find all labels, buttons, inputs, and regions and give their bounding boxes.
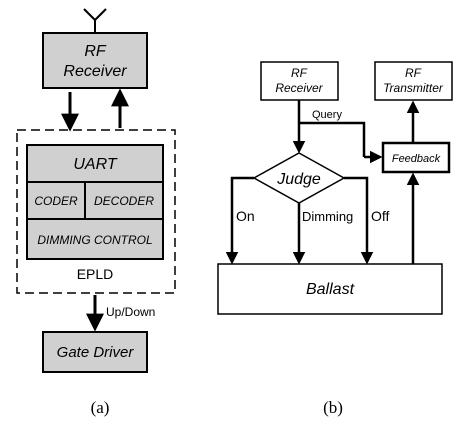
query-line [299, 121, 366, 157]
feedback-box: Feedback [381, 141, 451, 174]
on-label: On [236, 208, 255, 224]
off-line [344, 176, 374, 265]
uart-box: UART [26, 144, 164, 183]
rf-receiver-box-a: RF Receiver [42, 32, 148, 89]
diagram-a: RF Receiver UART CODER DECODER DIMMING C… [16, 8, 176, 417]
dimming-label: Dimming [302, 209, 353, 224]
decoder-label: DECODER [94, 194, 154, 208]
judge-label: Judge [276, 171, 321, 188]
rf-receiver-box-b: RF Receiver [260, 61, 339, 101]
rf-receiver-label-a-line1: RF [84, 43, 107, 60]
feedback-label: Feedback [392, 153, 441, 165]
ballast-label: Ballast [306, 281, 355, 298]
rf-receiver-label-a-line2: Receiver [63, 63, 127, 80]
off-label: Off [371, 208, 390, 224]
query-label: Query [312, 109, 342, 121]
rf-receiver-label-b-line1: RF [291, 66, 308, 80]
updown-label: Up/Down [106, 305, 155, 319]
caption-a: (a) [91, 398, 110, 417]
epld-container [16, 129, 176, 294]
dimming-control-box: DIMMING CONTROL [26, 218, 164, 260]
gate-driver-box: Gate Driver [42, 331, 148, 373]
decoder-box: DECODER [84, 181, 164, 220]
rf-transmitter-label-line2: Transmitter [383, 81, 444, 95]
antenna-icon [83, 8, 107, 33]
coder-label: CODER [34, 194, 78, 208]
caption-b: (b) [323, 398, 343, 417]
uart-label: UART [73, 156, 117, 173]
rf-transmitter-box: RF Transmitter [374, 61, 453, 101]
coder-box: CODER [26, 181, 86, 220]
rf-receiver-label-b-line2: Receiver [275, 81, 323, 95]
dimming-control-label: DIMMING CONTROL [37, 233, 152, 247]
diagram-b: RF Receiver RF Transmitter Query Feedbac… [217, 61, 453, 417]
judge-diamond: Judge [252, 152, 346, 204]
gate-driver-label: Gate Driver [57, 344, 135, 361]
rf-transmitter-label-line1: RF [405, 66, 422, 80]
on-line [225, 176, 254, 265]
epld-label: EPLD [77, 266, 114, 282]
ballast-box: Ballast [217, 263, 443, 315]
